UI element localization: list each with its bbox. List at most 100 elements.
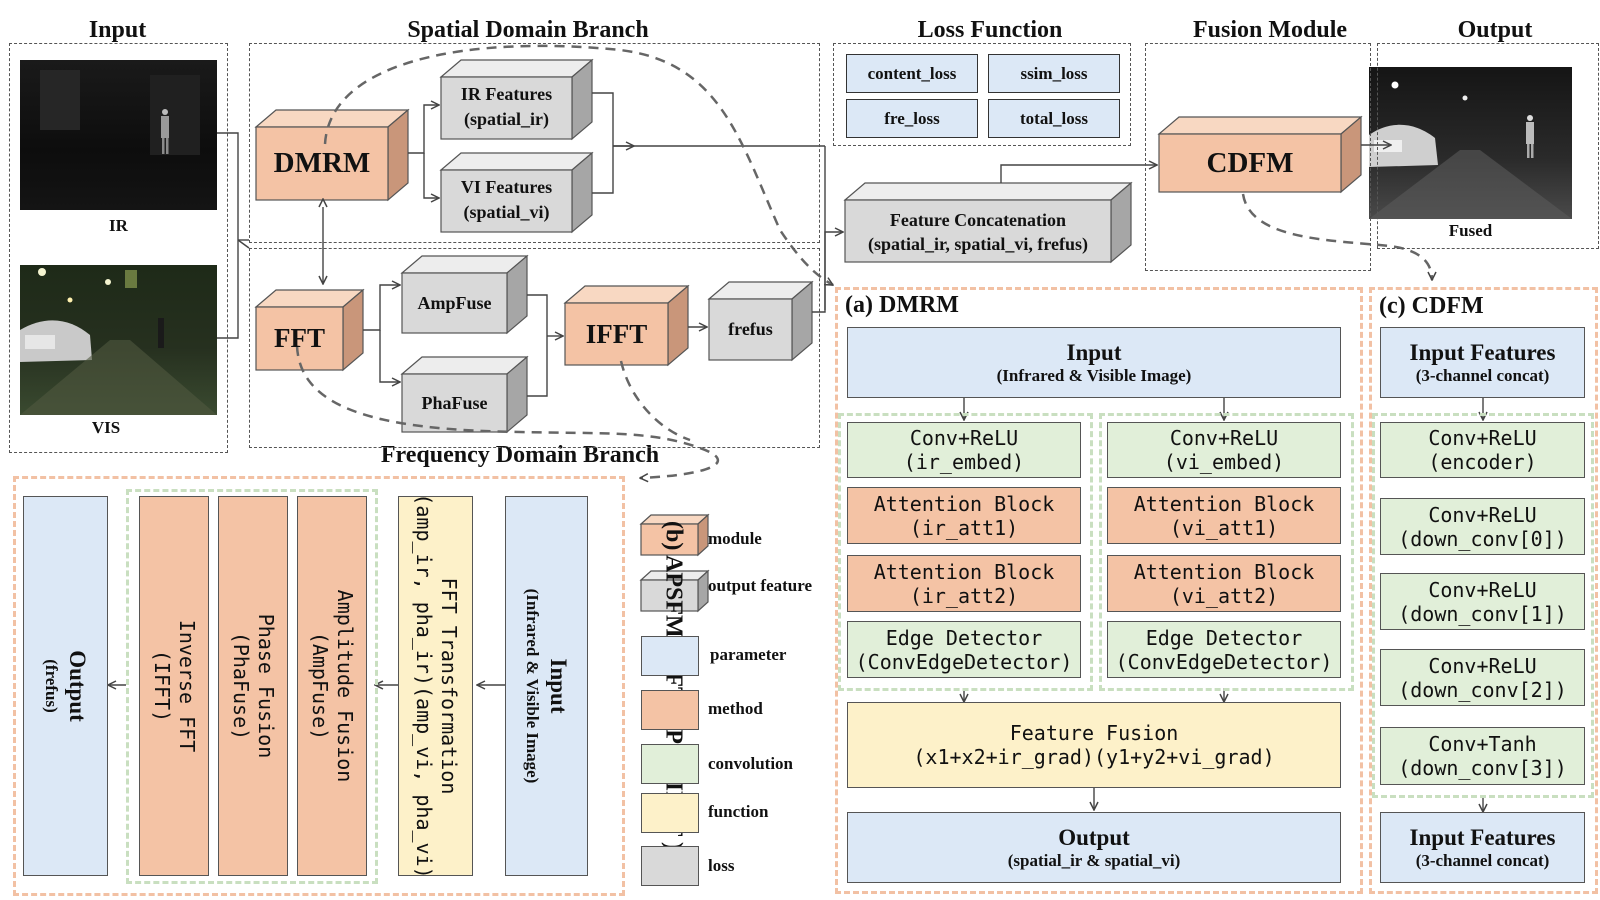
ir-features-label: IR Features xyxy=(460,84,553,104)
apsfm-fusion-group xyxy=(126,489,378,884)
apsfm-amp-label: Amplitude Fusion xyxy=(333,589,357,783)
dmrm-right-layer-2-label: Attention Block xyxy=(1133,559,1315,584)
dmrm-feature-fusion-label: Feature Fusion xyxy=(1009,721,1179,745)
apsfm-ifft-sub: (IFFT) xyxy=(150,649,174,723)
ifft-block: IFFT xyxy=(585,318,648,349)
dmrm-right-layer-0-label: Conv+ReLU xyxy=(1169,426,1279,450)
cdfm-layer-2-label: Conv+ReLU xyxy=(1428,577,1537,602)
legend-output-feature: output feature xyxy=(708,576,813,595)
loss-function-title: Loss Function xyxy=(917,17,1063,43)
cdfm-block: CDFM xyxy=(1206,146,1294,179)
apsfm-output-box: Output (frefus) xyxy=(23,496,108,876)
fusion-frame xyxy=(1145,43,1371,271)
cdfm-input-box: Input Features (3-channel concat) xyxy=(1380,327,1585,398)
dmrm-right-layer-0-sub: (vi_embed) xyxy=(1163,450,1285,474)
dmrm-input-label: Input xyxy=(1066,339,1122,365)
cdfm-layer-0-label: Conv+ReLU xyxy=(1428,426,1537,450)
ampfuse-block: AmpFuse xyxy=(417,292,492,313)
dmrm-left-layer-3-label: Edge Detector xyxy=(885,625,1043,650)
dmrm-feature-fusion-sub: (x1+x2+ir_grad)(y1+y2+vi_grad) xyxy=(913,745,1275,769)
apsfm-pha-label: Phase Fusion xyxy=(254,613,278,759)
cdfm-layer-4-label: Conv+Tanh xyxy=(1428,732,1537,756)
dmrm-left-layer-3: Edge Detector (ConvEdgeDetector) xyxy=(847,621,1081,678)
ir-image xyxy=(20,60,217,210)
legend-loss: loss xyxy=(708,856,735,875)
frequency-branch-title: Frequency Domain Branch xyxy=(380,442,660,468)
dmrm-right-layer-1: Attention Block (vi_att1) xyxy=(1107,487,1341,544)
dmrm-left-group xyxy=(838,413,1093,691)
apsfm-pha-sub: (PhaFuse) xyxy=(229,631,253,741)
dmrm-panel-frame xyxy=(835,287,1363,894)
loss-ssim: ssim_loss xyxy=(988,54,1120,93)
apsfm-ifft-box: Inverse FFT (IFFT) xyxy=(139,496,209,876)
loss-fre: fre_loss xyxy=(846,99,978,138)
legend-parameter: parameter xyxy=(710,645,787,664)
apsfm-amp-sub: (AmpFuse) xyxy=(308,631,332,741)
cdfm-layer-3: Conv+ReLU (down_conv[2]) xyxy=(1380,649,1585,706)
frefus-block: frefus xyxy=(728,319,773,339)
cdfm-layer-3-label: Conv+ReLU xyxy=(1428,653,1537,678)
dmrm-feature-fusion: Feature Fusion (x1+x2+ir_grad)(y1+y2+vi_… xyxy=(847,702,1341,788)
ir-features-sub: (spatial_ir) xyxy=(464,109,549,129)
cdfm-layer-1-label: Conv+ReLU xyxy=(1428,502,1537,527)
apsfm-fft-label: FFT Transformation xyxy=(436,577,461,795)
dmrm-panel-title: (a) DMRM xyxy=(845,292,959,318)
dmrm-left-layer-2-label: Attention Block xyxy=(873,559,1055,584)
output-section-title: Output xyxy=(1457,17,1533,43)
legend-convolution: convolution xyxy=(708,754,794,773)
apsfm-output-sub: (frefus) xyxy=(41,659,61,713)
apsfm-input-sub: (Infrared & Visible Image) xyxy=(522,588,542,784)
3d-blocks xyxy=(254,58,1363,613)
legend-parameter-swatch xyxy=(641,636,699,676)
legend-loss-swatch xyxy=(641,846,699,886)
apsfm-output-label: Output xyxy=(64,650,90,722)
cdfm-layer-1: Conv+ReLU (down_conv[0]) xyxy=(1380,498,1585,555)
dmrm-right-layer-3-label: Edge Detector xyxy=(1145,625,1303,650)
cdfm-input-label: Input Features xyxy=(1409,339,1556,365)
dmrm-right-layer-0: Conv+ReLU (vi_embed) xyxy=(1107,422,1341,478)
dmrm-output-sub: (spatial_ir & spatial_vi) xyxy=(1007,851,1181,871)
output-frame xyxy=(1377,43,1599,249)
phafuse-block: PhaFuse xyxy=(421,392,488,413)
dmrm-left-layer-0-label: Conv+ReLU xyxy=(909,426,1019,450)
cdfm-output-sub: (3-channel concat) xyxy=(1415,851,1550,871)
dmrm-output-box: Output (spatial_ir & spatial_vi) xyxy=(847,812,1341,883)
cdfm-panel-frame xyxy=(1369,287,1598,894)
apsfm-input-label: Input xyxy=(545,658,571,714)
dmrm-left-layer-2: Attention Block (ir_att2) xyxy=(847,555,1081,612)
loss-content: content_loss xyxy=(846,54,978,93)
apsfm-fft-text: FFT Transformation (amp_ir, pha_ir)(amp_… xyxy=(411,493,461,878)
vis-image xyxy=(20,265,217,415)
cdfm-layer-4: Conv+Tanh (down_conv[3]) xyxy=(1380,727,1585,785)
cdfm-output-box: Input Features (3-channel concat) xyxy=(1380,812,1585,883)
dmrm-left-layer-1: Attention Block (ir_att1) xyxy=(847,487,1081,544)
legend-method: method xyxy=(708,699,763,718)
vi-features-sub: (spatial_vi) xyxy=(463,202,550,222)
input-frame xyxy=(9,43,228,453)
dmrm-left-layer-1-sub: (ir_att1) xyxy=(909,515,1019,540)
dmrm-input-box: Input (Infrared & Visible Image) xyxy=(847,327,1341,398)
dmrm-left-layer-1-label: Attention Block xyxy=(873,491,1055,516)
vis-caption: VIS xyxy=(91,418,121,437)
dmrm-left-layer-0: Conv+ReLU (ir_embed) xyxy=(847,422,1081,478)
dmrm-right-layer-1-label: Attention Block xyxy=(1133,491,1315,516)
cdfm-output-label: Input Features xyxy=(1409,824,1556,850)
dmrm-left-layer-0-sub: (ir_embed) xyxy=(903,450,1025,474)
apsfm-amp-text: Amplitude Fusion (AmpFuse) xyxy=(307,590,357,783)
dmrm-right-layer-3-sub: (ConvEdgeDetector) xyxy=(1115,649,1333,674)
dmrm-left-layer-2-sub: (ir_att2) xyxy=(909,583,1019,608)
legend-module: module xyxy=(708,529,762,548)
apsfm-ifft-label: Inverse FFT xyxy=(175,619,199,753)
ir-caption: IR xyxy=(109,216,128,235)
cdfm-layer-2: Conv+ReLU (down_conv[1]) xyxy=(1380,573,1585,630)
cdfm-input-sub: (3-channel concat) xyxy=(1415,366,1550,386)
concat-label: Feature Concatenation xyxy=(889,210,1067,230)
spatial-frame xyxy=(249,43,820,243)
fused-image xyxy=(1369,67,1572,219)
solid-connectors xyxy=(108,92,1483,812)
dmrm-right-layer-1-sub: (vi_att1) xyxy=(1169,515,1279,540)
cdfm-layer-3-sub: (down_conv[2]) xyxy=(1398,677,1567,702)
fft-block: FFT xyxy=(274,323,325,353)
